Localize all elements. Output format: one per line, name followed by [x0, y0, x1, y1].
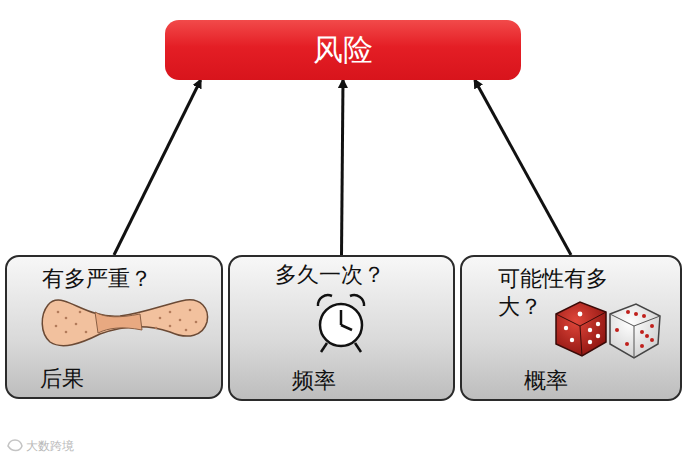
factor-box: 多久一次？ 频率 [228, 255, 455, 401]
watermark: 大数跨境 [26, 438, 74, 455]
dice-icon [556, 302, 660, 358]
question-text: 可能性有多大？ [498, 265, 616, 320]
risk-bar: 风险 [165, 20, 521, 80]
title-text: 风险 [165, 31, 521, 69]
factor-label: 频率 [292, 367, 392, 395]
arrow-connector [342, 80, 344, 255]
arrow-connector [475, 80, 571, 255]
factor-box: 可能性有多大？ 概率 [460, 255, 682, 401]
watermark-logo [8, 440, 22, 451]
arrow-connector [114, 80, 201, 255]
alarm-clock-icon [318, 295, 364, 352]
question-text: 多久一次？ [275, 261, 445, 289]
factor-box: 有多严重？ 后果 [5, 255, 223, 399]
question-text: 有多严重？ [42, 265, 212, 293]
factor-label: 概率 [524, 367, 624, 395]
factor-label: 后果 [40, 365, 140, 393]
bandage-icon [42, 300, 207, 346]
